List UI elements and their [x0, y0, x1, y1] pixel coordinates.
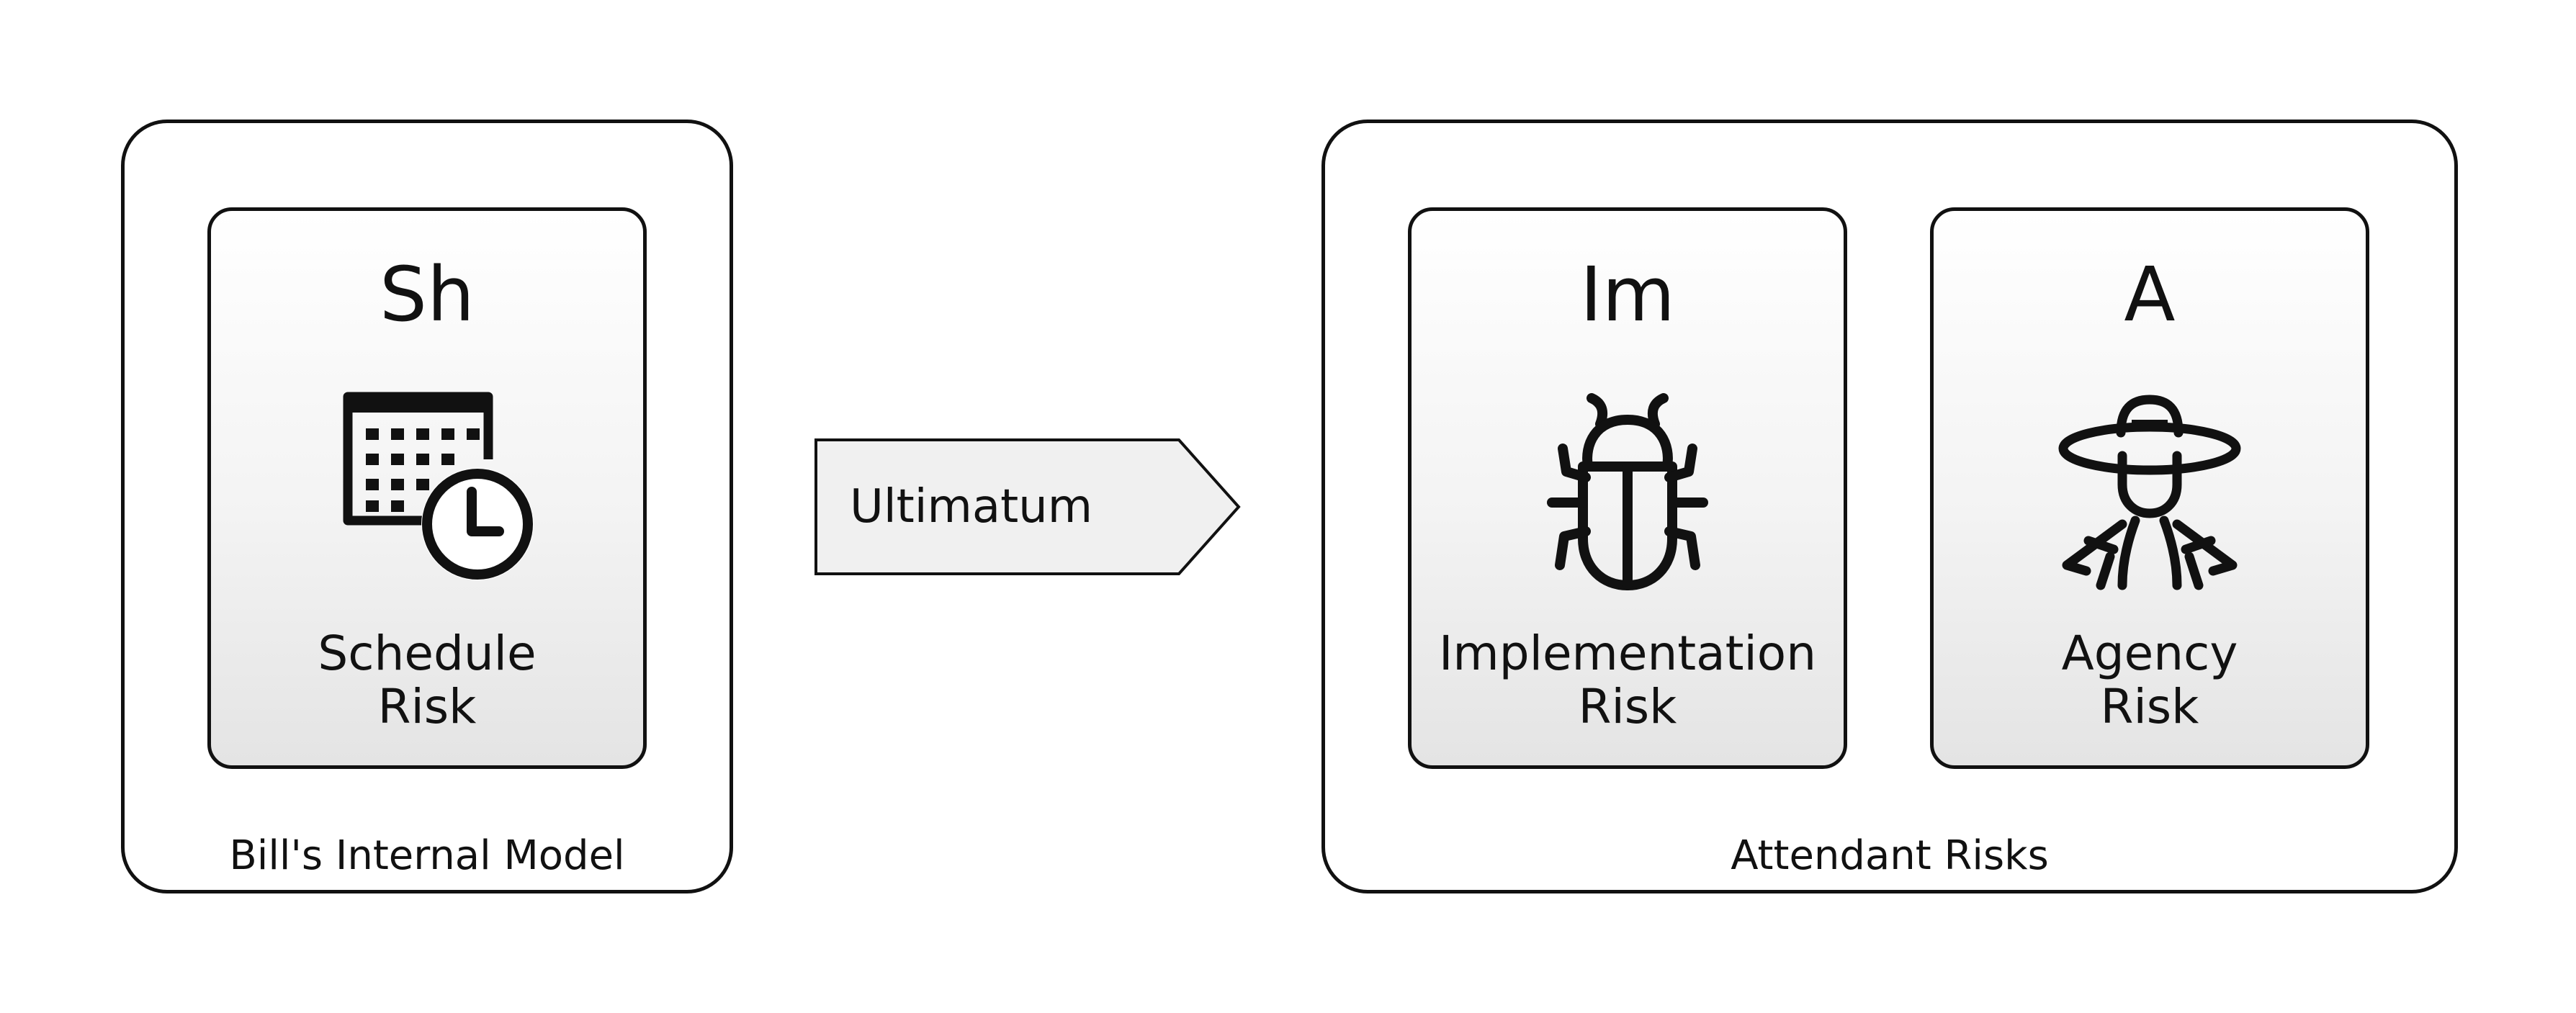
card-symbol: Sh [380, 251, 475, 338]
card-label: Implementation Risk [1412, 627, 1844, 734]
card-label: Schedule Risk [211, 627, 643, 734]
card-label: Agency Risk [1934, 627, 2366, 734]
bug-icon [1547, 393, 1708, 590]
card-label-line2: Risk [2100, 679, 2199, 734]
spy-agent-icon [2058, 395, 2241, 590]
card-label-line2: Risk [377, 679, 477, 734]
card-label-line1: Implementation [1438, 626, 1817, 681]
schedule-risk-card: Sh Schedule Risk [207, 207, 647, 769]
card-label-line2: Risk [1578, 679, 1677, 734]
card-label-line1: Agency [2061, 626, 2238, 681]
card-label-line1: Schedule [318, 626, 537, 681]
attendant-risks-group: Im Implementation Risk A [1321, 120, 2458, 893]
ultimatum-arrow [814, 438, 1241, 575]
group-label: Bill's Internal Model [229, 832, 625, 879]
card-symbol: A [2124, 251, 2176, 338]
card-symbol: Im [1580, 251, 1675, 338]
agency-risk-card: A Agency Risk [1930, 207, 2369, 769]
arrow-label: Ultimatum [850, 480, 1093, 533]
implementation-risk-card: Im Implementation Risk [1408, 207, 1847, 769]
group-label: Attendant Risks [1731, 832, 2049, 879]
internal-model-group: Sh Schedule Risk Bill's Internal Model [121, 120, 733, 893]
calendar-clock-icon [343, 392, 534, 580]
